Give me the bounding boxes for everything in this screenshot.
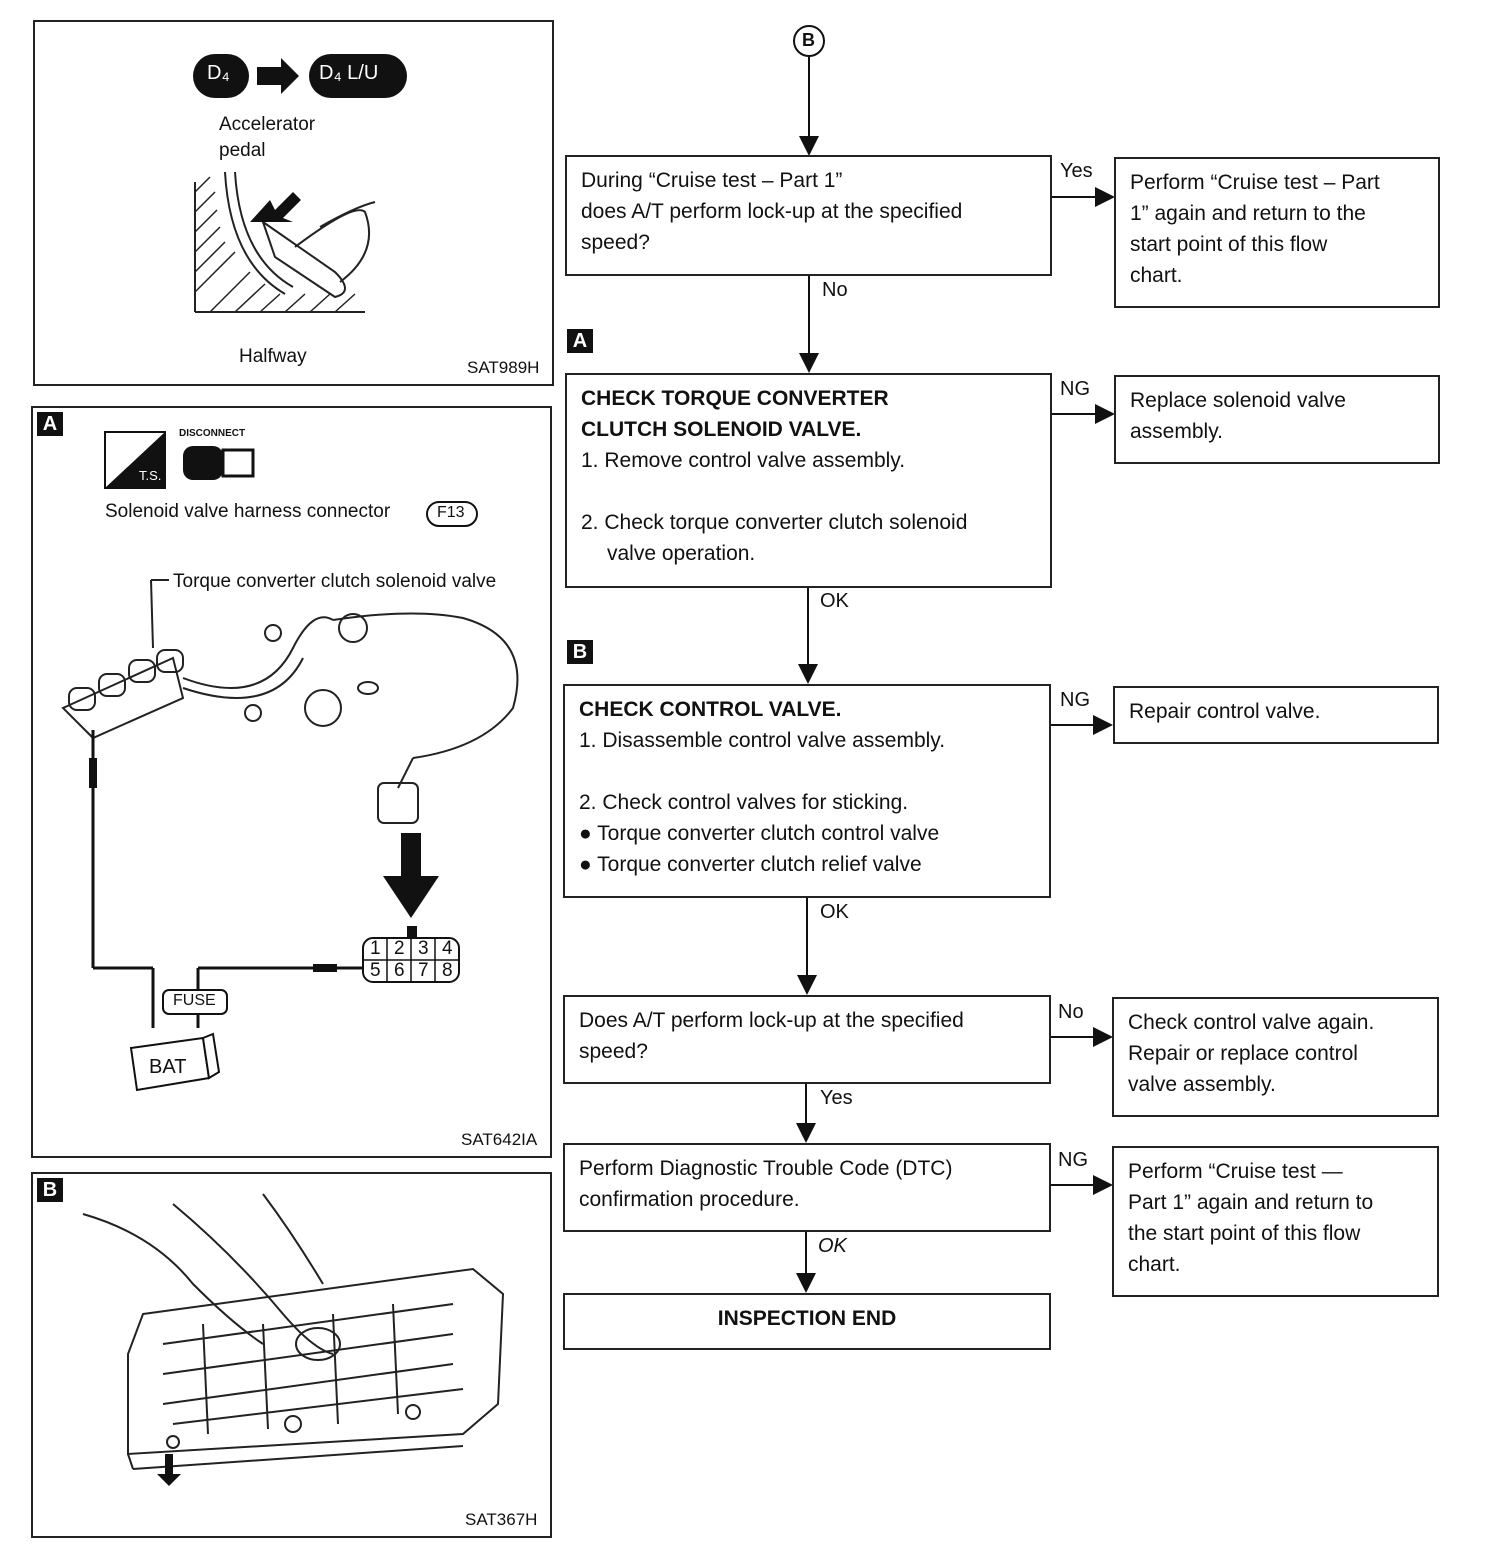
no-label: No (822, 279, 848, 301)
q1-line3: speed? (581, 231, 650, 254)
step-tag-b: B (567, 640, 593, 664)
ts-label: T.S. (139, 468, 162, 483)
pin-5: 5 (370, 960, 381, 981)
d4-lockup-label: D₄ L/U (319, 62, 379, 84)
s2-bullet1-item: ● Torque converter clutch control valve (579, 818, 1035, 849)
s2-bullet2: Torque converter clutch relief valve (597, 853, 922, 876)
pin-3: 3 (418, 938, 429, 959)
s1-step2b: valve operation. (607, 542, 756, 565)
q1-line1: During “Cruise test – Part 1” (581, 169, 843, 192)
s1-title1: CHECK TORQUE CONVERTER (581, 387, 889, 410)
q2-line2: speed? (579, 1040, 648, 1063)
result-replace-solenoid: Replace solenoid valve assembly. (1114, 375, 1440, 464)
s2-step1: 1. Disassemble control valve assembly. (579, 729, 946, 752)
inspection-end: INSPECTION END (563, 1293, 1051, 1350)
fuse-label: FUSE (173, 992, 216, 1009)
ng-label: NG (1058, 1149, 1088, 1171)
result-check-control-valve-again: Check control valve again. Repair or rep… (1112, 997, 1439, 1117)
ok-label: OK (818, 1235, 847, 1257)
figure-code: SAT989H (467, 358, 540, 377)
valve-label: Torque converter clutch solenoid valve (173, 571, 497, 592)
section-tag-b: B (37, 1178, 63, 1202)
illustration-control-valve-panel: B SAT367H (31, 1172, 552, 1538)
r1-line4: chart. (1130, 264, 1183, 287)
end-label: INSPECTION END (717, 1307, 897, 1330)
figure-code: SAT642IA (461, 1130, 538, 1149)
s2-title: CHECK CONTROL VALVE. (579, 698, 842, 721)
bullet-icon: ● (579, 853, 598, 876)
accelerator-label-line2: pedal (219, 140, 266, 161)
r2-line2: assembly. (1130, 420, 1223, 443)
step-check-solenoid-valve: CHECK TORQUE CONVERTER CLUTCH SOLENOID V… (565, 373, 1052, 588)
r4-line3: valve assembly. (1128, 1073, 1276, 1096)
halfway-label: Halfway (239, 346, 307, 367)
ng-label: NG (1060, 378, 1090, 400)
disconnect-label: DISCONNECT (179, 428, 246, 439)
r5-line4: chart. (1128, 1253, 1181, 1276)
s1-step2a: 2. Check torque converter clutch solenoi… (581, 511, 968, 534)
r5-line2: Part 1” again and return to (1128, 1191, 1374, 1214)
pin-1: 1 (370, 938, 381, 959)
yes-label: Yes (820, 1087, 853, 1109)
r2-line1: Replace solenoid valve (1130, 389, 1346, 412)
s2-bullet2-item: ● Torque converter clutch relief valve (579, 849, 1035, 880)
result-perform-cruise-test: Perform “Cruise test – Part 1” again and… (1114, 157, 1440, 308)
result-repair-control-valve: Repair control valve. (1113, 686, 1439, 744)
illustration-solenoid-panel: A (31, 406, 552, 1158)
step-check-control-valve: CHECK CONTROL VALVE. 1. Disassemble cont… (563, 684, 1051, 898)
connector-label: Solenoid valve harness connector (105, 501, 391, 522)
r4-line1: Check control valve again. (1128, 1011, 1375, 1034)
section-tag-a: A (37, 412, 63, 436)
no-label: No (1058, 1001, 1084, 1023)
battery-label: BAT (149, 1056, 187, 1078)
bullet-icon: ● (579, 822, 598, 845)
solenoid-wiring-illustration (61, 431, 519, 1092)
r1-line3: start point of this flow (1130, 233, 1328, 256)
s3-line2: confirmation procedure. (579, 1188, 800, 1211)
pin-4: 4 (442, 938, 453, 959)
ok-label: OK (820, 590, 849, 612)
r1-line1: Perform “Cruise test – Part (1130, 171, 1380, 194)
pin-7: 7 (418, 960, 429, 981)
r3-line1: Repair control valve. (1129, 700, 1321, 723)
yes-label: Yes (1060, 160, 1093, 182)
pin-6: 6 (394, 960, 405, 981)
illustration-accelerator-panel: D₄ D₄ L/U Accelerator pedal Halfway SAT9… (33, 20, 554, 386)
accelerator-pedal-illustration (193, 54, 407, 313)
accelerator-label-line1: Accelerator (219, 114, 316, 135)
pin-2: 2 (394, 938, 405, 959)
connector-id: F13 (437, 504, 465, 521)
s1-title2: CLUTCH SOLENOID VALVE. (581, 418, 862, 441)
s3-line1: Perform Diagnostic Trouble Code (DTC) (579, 1157, 953, 1180)
ok-label: OK (820, 901, 849, 923)
q2-line1: Does A/T perform lock-up at the specifie… (579, 1009, 964, 1032)
r5-line3: the start point of this flow (1128, 1222, 1361, 1245)
control-valve-illustration (82, 1193, 505, 1486)
question-lockup-specified-speed: Does A/T perform lock-up at the specifie… (563, 995, 1051, 1084)
step-dtc-confirmation: Perform Diagnostic Trouble Code (DTC) co… (563, 1143, 1051, 1232)
result-perform-cruise-test-again: Perform “Cruise test — Part 1” again and… (1112, 1146, 1439, 1297)
s1-step1: 1. Remove control valve assembly. (581, 449, 906, 472)
s2-step2: 2. Check control valves for sticking. (579, 791, 909, 814)
question-cruise-test-lockup: During “Cruise test – Part 1” does A/T p… (565, 155, 1052, 276)
r5-line1: Perform “Cruise test — (1128, 1160, 1343, 1183)
r4-line2: Repair or replace control (1128, 1042, 1358, 1065)
pin-8: 8 (442, 960, 453, 981)
start-connector-label: B (802, 30, 815, 50)
step-tag-a: A (567, 329, 593, 353)
ng-label: NG (1060, 689, 1090, 711)
d4-label: D₄ (207, 62, 230, 84)
q1-line2: does A/T perform lock-up at the specifie… (581, 200, 963, 223)
s2-bullet1: Torque converter clutch control valve (597, 822, 940, 845)
figure-code: SAT367H (465, 1510, 538, 1529)
r1-line2: 1” again and return to the (1130, 202, 1366, 225)
